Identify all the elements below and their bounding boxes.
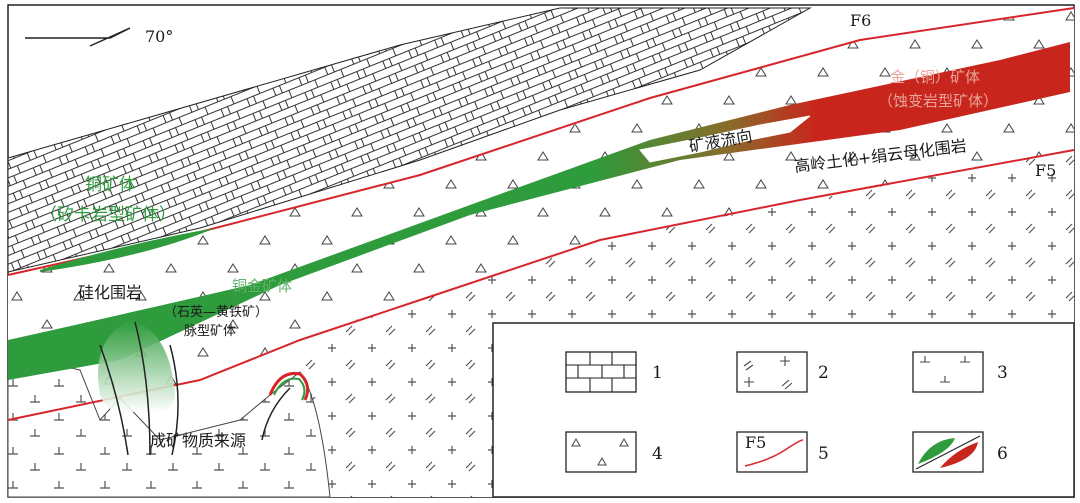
source-plume — [98, 320, 175, 413]
vein-ore-label-2: 脉型矿体 — [184, 324, 236, 339]
skarn-ore-lens — [40, 228, 215, 272]
dip-label: 70° — [145, 27, 173, 46]
silicified-wall-rock-label: 硅化围岩 — [78, 283, 142, 302]
legend-item-6-num: 6 — [997, 444, 1008, 464]
minor-vein-green — [273, 377, 306, 401]
legend-item-6-symbol — [912, 431, 984, 473]
copper-ore-label: 铜矿体 — [85, 175, 136, 195]
main-ore-body — [8, 42, 1070, 380]
vein-ore-label-1: （石英—黄铁矿） — [164, 305, 268, 320]
legend-item-2-num: 2 — [818, 363, 829, 383]
legend-item-5-symbol — [736, 431, 808, 473]
copper-ore-type-label: （矽卡岩型矿体） — [40, 205, 176, 225]
legend-item-1-symbol — [565, 351, 637, 393]
fault-f5-label: F5 — [1035, 161, 1056, 180]
legend: 1 2 3 4 F5 5 — [492, 322, 1075, 498]
legend-item-5-num: 5 — [818, 444, 829, 464]
fluid-flow-arrow — [639, 115, 811, 163]
minor-vein-red — [268, 371, 310, 401]
fault-f5-line — [7, 149, 1075, 421]
source-arrows — [99, 321, 291, 456]
legend-item-2-symbol — [736, 351, 808, 393]
legend-item-3-symbol — [912, 351, 984, 393]
fault-f6-label: F6 — [850, 11, 871, 30]
legend-item-4-symbol — [565, 431, 637, 473]
legend-item-5-fault-text: F5 — [745, 433, 766, 452]
gold-cu-ore-label-2: （蚀变岩型矿体） — [878, 92, 998, 110]
dip-symbol — [25, 27, 131, 47]
legend-item-4-num: 4 — [652, 444, 663, 464]
gold-ore-faint-label: 铜金矿体 — [232, 277, 292, 295]
legend-item-1-num: 1 — [652, 363, 663, 383]
legend-item-3-num: 3 — [997, 363, 1008, 383]
source-label: 成矿物质来源 — [150, 431, 246, 450]
limestone-zone — [7, 7, 812, 273]
gold-cu-ore-label-1: 金（铜）矿体 — [890, 68, 980, 86]
